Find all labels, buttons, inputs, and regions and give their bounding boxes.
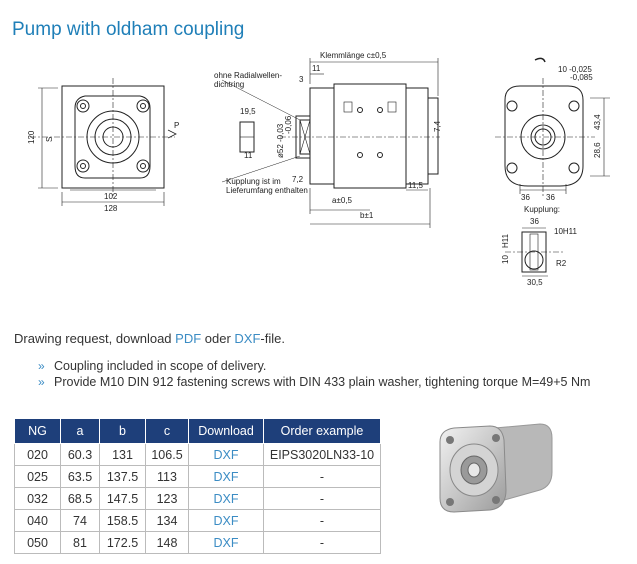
bullet-icon: » [38,359,45,373]
request-middle: oder [201,331,235,346]
header-order: Order example [263,418,381,444]
dim-19-5: 19,5 [240,107,256,116]
dim-36b: 36 [546,193,555,202]
dim-36c: 36 [530,217,539,226]
cell-order: - [263,531,381,554]
pump-photo-icon [432,412,557,522]
cell-a: 81 [60,531,100,554]
header-c: c [145,418,189,444]
cell-order: - [263,465,381,488]
dim-11-5: 11,5 [408,181,424,190]
cell-c: 148 [145,531,189,554]
cell-b: 147.5 [99,487,146,510]
dim-43-4: 43,4 [593,114,602,130]
cell-b: 137.5 [99,465,146,488]
note-item: » Coupling included in scope of delivery. [38,358,590,374]
label-p: P [174,121,179,130]
dim-52: ø52 -0,03 [276,123,285,158]
dim-b: b±1 [360,211,374,220]
dim-28-6: 28,6 [593,142,602,158]
cell-order: EIPS3020LN33-10 [263,443,381,466]
cell-a: 74 [60,509,100,532]
dim-30-5: 30,5 [527,278,543,287]
cell-c: 123 [145,487,189,510]
table-row: 032 68.5 147.5 123 DXF - [14,487,381,510]
label-s: S [45,137,54,142]
label-kupp-1: Kupplung ist im [226,177,281,186]
dim-klemm: Klemmlänge c±0,5 [320,51,387,60]
dim-52b: -0,06 [284,115,293,134]
header-a: a [60,418,100,444]
dim-3: 3 [299,75,304,84]
dim-h11b: 10H11 [554,227,578,236]
cell-c: 106.5 [145,443,189,466]
cell-a: 60.3 [60,443,100,466]
technical-drawing: Klemmlänge c±0,5 11 ohne Radialwellen- d… [0,38,637,300]
dim-120: 120 [27,130,36,144]
bullet-icon: » [38,375,45,389]
cell-b: 131 [99,443,146,466]
header-download: Download [188,418,264,444]
dim-7-4: 7,4 [433,120,442,132]
cell-c: 134 [145,509,189,532]
dim-r: R2 [556,259,567,268]
cell-ng: 040 [14,509,61,532]
coupling-detail [505,227,565,277]
dxf-link[interactable]: DXF [234,331,261,346]
dim-128: 128 [104,204,118,213]
table-row: 050 81 172.5 148 DXF - [14,531,381,554]
request-suffix: -file. [260,331,285,346]
dim-11b: 11 [244,151,253,160]
pdf-link[interactable]: PDF [175,331,202,346]
cell-ng: 020 [14,443,61,466]
dim-tol-1: 10 -0,025 [558,65,592,74]
drawing-request: Drawing request, download PDF oder DXF-f… [14,331,285,346]
download-link[interactable]: DXF [188,531,264,554]
table-header-row: NG a b c Download Order example [14,418,381,444]
table-row: 040 74 158.5 134 DXF - [14,509,381,532]
download-link[interactable]: DXF [188,509,264,532]
page-title: Pump with oldham coupling [12,18,245,40]
cell-order: - [263,487,381,510]
header-b: b [99,418,146,444]
dim-a: a±0,5 [332,196,353,205]
table-row: 020 60.3 131 106.5 DXF EIPS3020LN33-10 [14,443,381,466]
front-view [30,78,177,206]
request-prefix: Drawing request, download [14,331,176,346]
cell-a: 63.5 [60,465,100,488]
side-view [221,58,440,228]
cell-a: 68.5 [60,487,100,510]
dim-7-2: 7,2 [292,175,304,184]
ng-table: NG a b c Download Order example 020 60.3… [14,418,381,554]
cell-ng: 032 [14,487,61,510]
download-link[interactable]: DXF [188,487,264,510]
cell-ng: 050 [14,531,61,554]
note-text: Coupling included in scope of delivery. [54,359,267,373]
label-radial-1: ohne Radialwellen- [214,71,282,80]
label-kupp-2: Lieferumfang enthalten [226,186,308,195]
label-radial-2: dichtring [214,80,244,89]
dim-h11a: H11 [501,233,510,248]
dim-10a: 10 [501,255,510,264]
cell-ng: 025 [14,465,61,488]
note-text: Provide M10 DIN 912 fastening screws wit… [54,375,591,389]
cell-c: 113 [145,465,189,488]
label-kupplung: Kupplung: [524,205,560,214]
dim-36a: 36 [521,193,530,202]
table-row: 025 63.5 137.5 113 DXF - [14,465,381,488]
note-item: » Provide M10 DIN 912 fastening screws wi… [38,374,590,390]
rear-view [495,57,610,198]
cell-order: - [263,509,381,532]
download-link[interactable]: DXF [188,443,264,466]
cell-b: 172.5 [99,531,146,554]
dim-102: 102 [104,192,118,201]
cell-b: 158.5 [99,509,146,532]
download-link[interactable]: DXF [188,465,264,488]
dim-tol-2: -0,085 [570,73,593,82]
dim-11a: 11 [312,64,321,73]
notes-list: » Coupling included in scope of delivery.… [38,358,590,390]
header-ng: NG [14,418,61,444]
